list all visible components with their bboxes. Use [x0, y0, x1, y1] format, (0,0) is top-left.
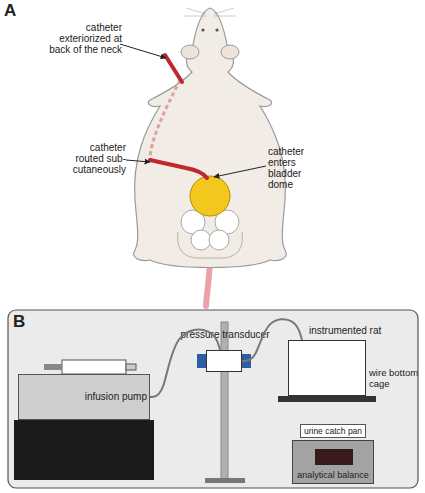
syringe-barrel	[62, 360, 126, 374]
urine-catch-pan: urine catch pan	[300, 424, 366, 438]
leader-line	[214, 166, 266, 177]
node-label: analytical balance	[293, 470, 373, 481]
catheter-subcutaneous	[150, 80, 180, 160]
stand-foot	[205, 478, 245, 483]
callout-text: catheter enters bladder dome	[268, 146, 328, 190]
rat-body	[134, 8, 287, 268]
rat-whiskers	[184, 8, 236, 16]
organ-lobe	[191, 230, 211, 250]
wire-bottom-cage: instrumented ratwire bottom cage	[288, 340, 366, 396]
luer-connector	[242, 354, 251, 368]
node-label: instrumented rat	[309, 325, 399, 336]
bladder	[190, 176, 230, 216]
rat-tail	[206, 262, 210, 306]
panel-letter: A	[4, 2, 24, 20]
pump-base	[14, 420, 154, 480]
panel-frame	[8, 310, 418, 488]
stand-rod	[221, 322, 228, 482]
rat-eye	[215, 28, 218, 31]
catheter	[165, 55, 182, 82]
syringe-tip	[126, 364, 136, 370]
panel-letter: B	[13, 313, 33, 331]
organ-lobe	[209, 230, 229, 250]
catheter	[150, 160, 207, 178]
cage-platform	[278, 396, 376, 402]
callout-text: catheter exteriorized at back of the nec…	[48, 22, 122, 55]
node-label: infusion pump	[59, 391, 147, 402]
leader-line	[120, 44, 166, 58]
leader-line	[126, 160, 150, 162]
syringe-plunger	[44, 364, 62, 370]
node-label: urine catch pan	[301, 426, 365, 437]
pressure-transducer: pressure transducer	[206, 350, 242, 372]
rat-ear	[221, 45, 239, 59]
balance-display	[315, 449, 353, 465]
rat-ear	[181, 45, 199, 59]
node-label: wire bottom cage	[369, 367, 425, 389]
infusion-pump: infusion pump	[18, 374, 150, 420]
luer-connector	[197, 354, 206, 368]
rat-eye	[201, 28, 204, 31]
callout-text: catheter routed sub-cutaneously	[60, 142, 126, 175]
node-label: pressure transducer	[165, 329, 285, 340]
analytical-balance: analytical balance	[292, 440, 374, 484]
